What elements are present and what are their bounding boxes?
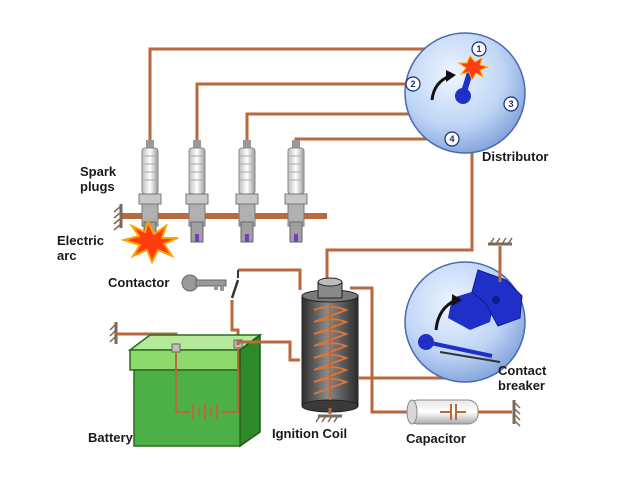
capacitor-label: Capacitor bbox=[406, 431, 466, 446]
battery-label: Battery bbox=[88, 430, 134, 445]
contactor bbox=[181, 268, 302, 345]
engine-ground-bar bbox=[113, 204, 327, 231]
terminal-3: 3 bbox=[503, 96, 519, 112]
contactor-label: Contactor bbox=[108, 275, 169, 290]
ignition-coil-label: Ignition Coil bbox=[272, 426, 347, 441]
terminal-4: 4 bbox=[444, 131, 460, 147]
terminal-2: 2 bbox=[405, 76, 421, 92]
wire-terminal-2 bbox=[195, 82, 407, 160]
contact-breaker-label-line2: breaker bbox=[498, 378, 545, 393]
electric-arc-label-line1: Electric bbox=[57, 233, 104, 248]
capacitor bbox=[406, 399, 521, 427]
svg-text:3: 3 bbox=[508, 99, 513, 109]
contact-breaker-label-line1: Contact bbox=[498, 363, 547, 378]
wire-terminal-1 bbox=[148, 47, 470, 160]
spark-plugs-label-line1: Spark bbox=[80, 164, 117, 179]
contactor-switch-blade bbox=[230, 279, 240, 299]
svg-text:2: 2 bbox=[410, 79, 415, 89]
contact-breaker bbox=[404, 237, 526, 383]
electric-arc-spark-icon bbox=[120, 219, 179, 265]
spark-plug-3 bbox=[235, 140, 259, 243]
rotor-hub bbox=[455, 88, 471, 104]
spark-plug-1 bbox=[138, 140, 162, 243]
spark-plug-4 bbox=[284, 140, 308, 243]
battery bbox=[109, 322, 263, 448]
ignition-coil bbox=[301, 277, 359, 423]
spark-plug-2 bbox=[185, 140, 209, 243]
wire-terminal-3 bbox=[245, 112, 415, 160]
svg-text:4: 4 bbox=[449, 134, 454, 144]
wire-terminal-4 bbox=[294, 137, 446, 160]
wire-battery-to-coil bbox=[236, 340, 300, 362]
svg-text:1: 1 bbox=[476, 44, 481, 54]
distributor-spark-icon bbox=[457, 55, 490, 82]
spark-plugs-label-line2: plugs bbox=[80, 179, 115, 194]
key-icon bbox=[181, 274, 227, 292]
terminal-1: 1 bbox=[471, 41, 487, 57]
electric-arc-label-line2: arc bbox=[57, 248, 77, 263]
wire-rotor-to-coil bbox=[325, 92, 474, 290]
breaker-arm bbox=[425, 340, 493, 358]
distributor-label: Distributor bbox=[482, 149, 548, 164]
distributor: 1 2 3 4 bbox=[404, 32, 526, 154]
